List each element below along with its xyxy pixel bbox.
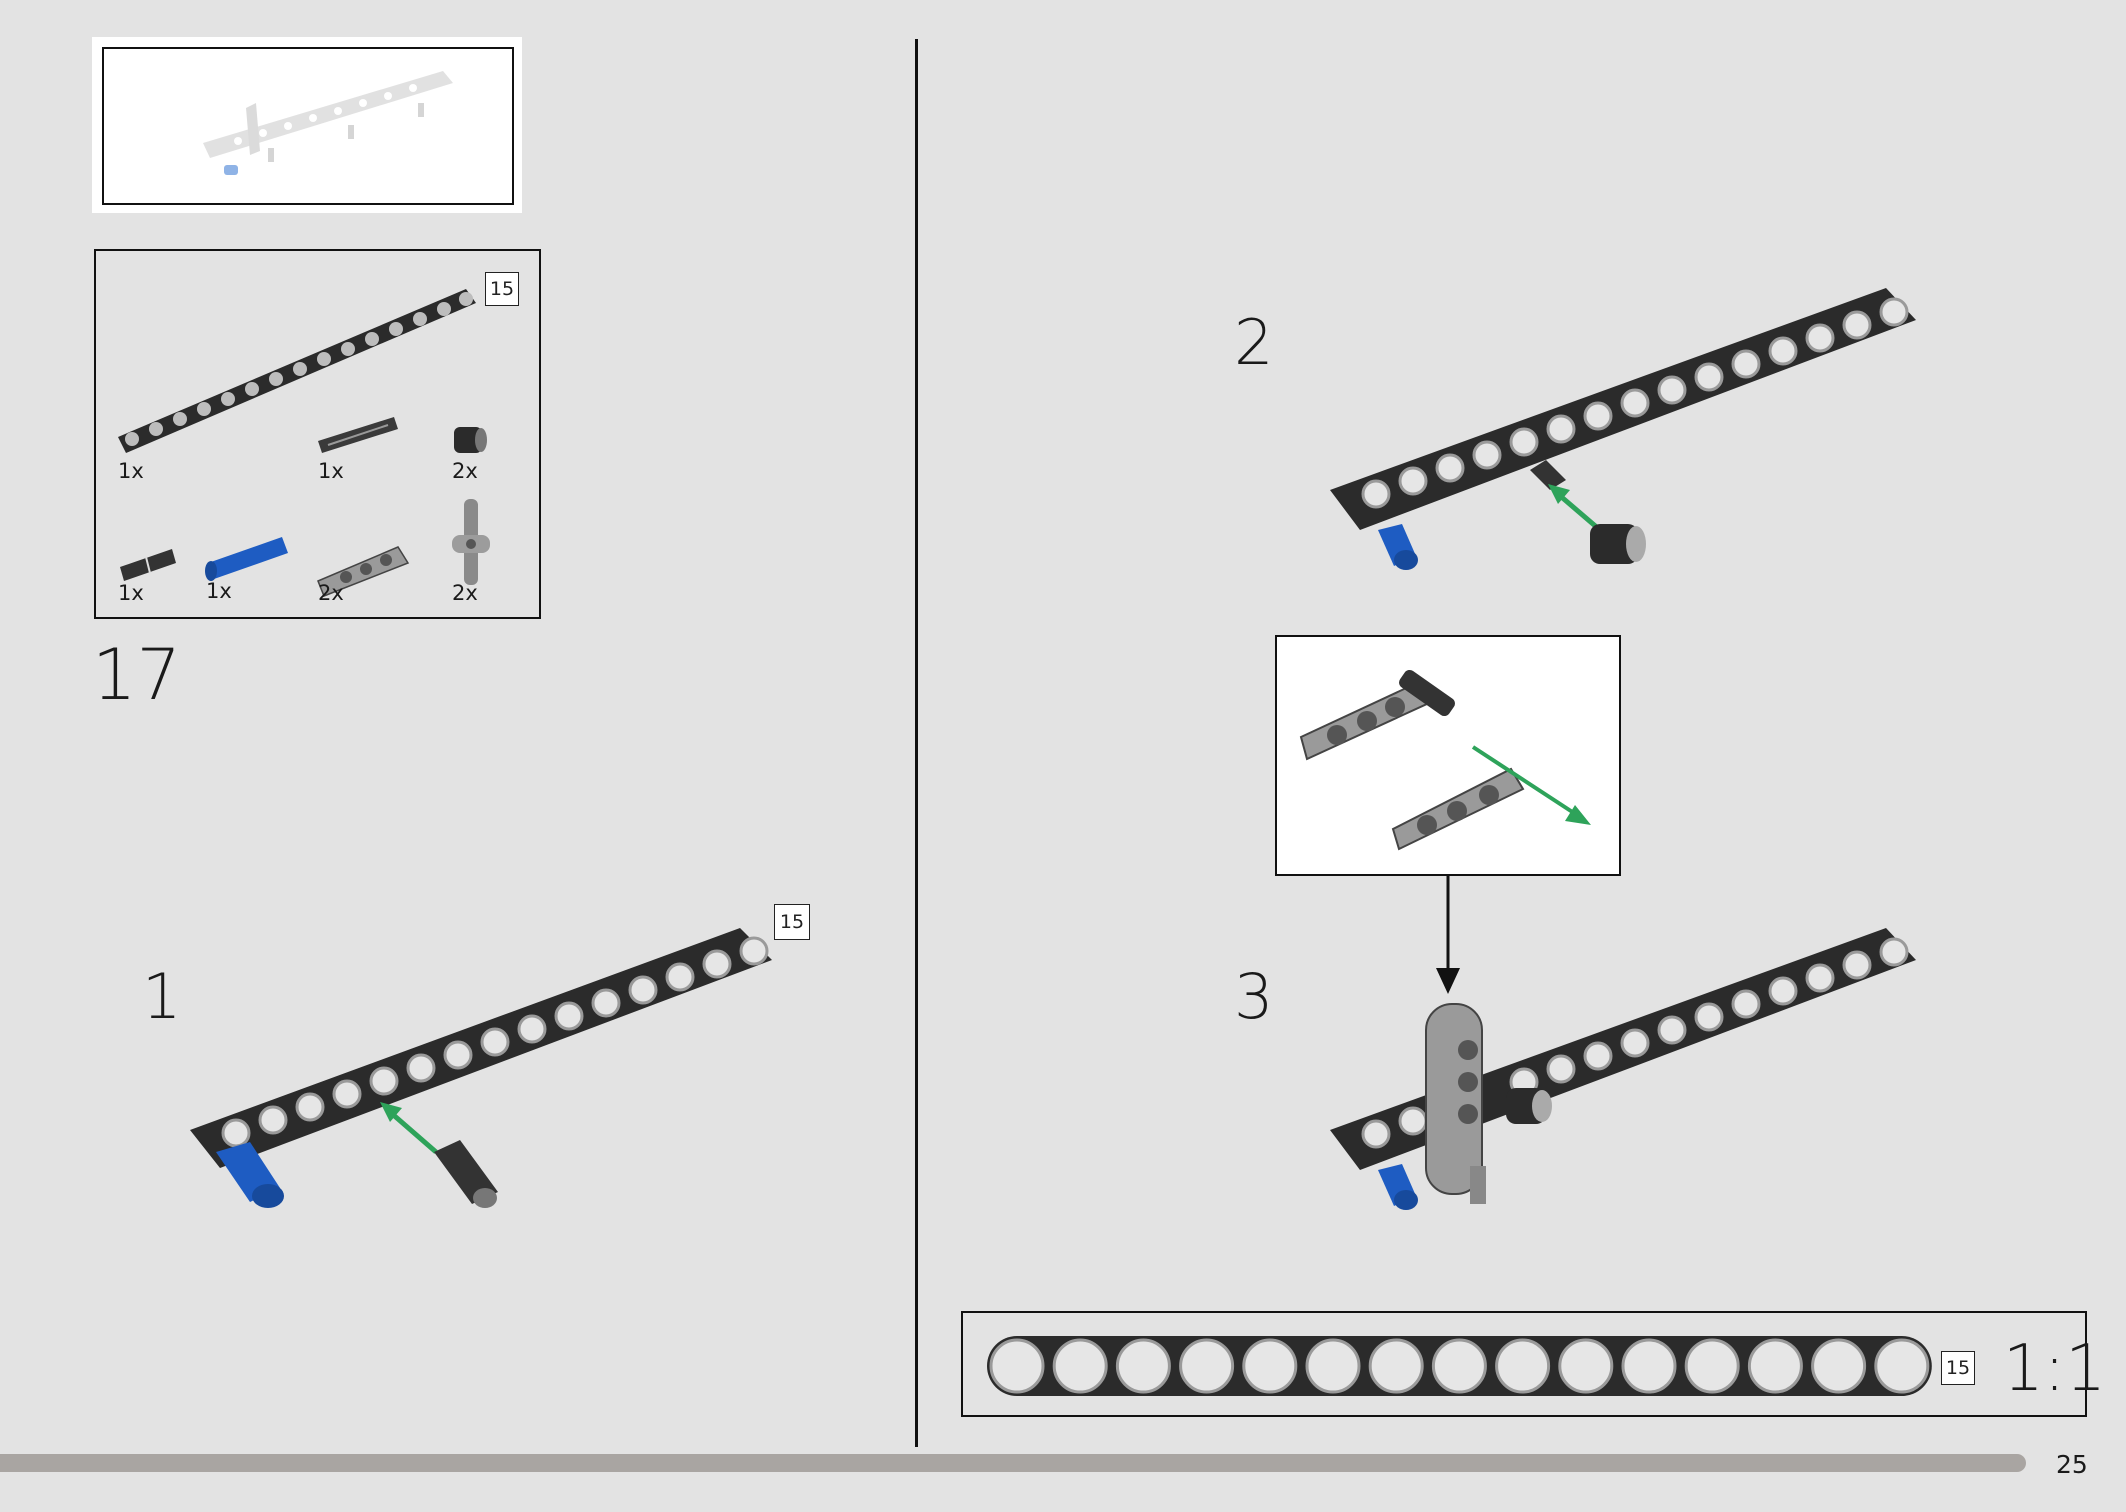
scale-beam-hole (1684, 1338, 1740, 1394)
substep-1-length-badge: 15 (774, 904, 810, 940)
qty-beam-15: 1x (118, 459, 144, 483)
page-number: 25 (2056, 1450, 2088, 1479)
scale-beam-hole (1495, 1338, 1551, 1394)
progress-bar (0, 1454, 2026, 1472)
substep-1-number: 1 (142, 960, 182, 1033)
axle-connector-icon (452, 499, 490, 585)
qty-thin-beam: 2x (318, 581, 344, 605)
callout-box (1275, 635, 1621, 876)
scale-beam-hole (1621, 1338, 1677, 1394)
blue-axle-pin-icon (205, 537, 288, 581)
axle-pin-icon (318, 417, 398, 453)
qty-bush: 2x (452, 459, 478, 483)
qty-blue-axle-pin: 1x (206, 579, 232, 603)
scale-beam-hole (1874, 1338, 1930, 1394)
scale-beam-hole (1431, 1338, 1487, 1394)
scale-reference-box: 15 1:1 (961, 1311, 2106, 1417)
substep-2-illustration (1330, 288, 1916, 570)
assembly-preview-illustration (203, 71, 453, 175)
assembly-preview (92, 37, 522, 213)
scale-beam-illustration (987, 1336, 1932, 1396)
parts-list-box: 15 (94, 249, 541, 619)
scale-length-badge: 15 (1941, 1351, 1975, 1385)
qty-pin-short: 1x (118, 581, 144, 605)
scale-beam-hole (1747, 1338, 1803, 1394)
step-number: 17 (92, 634, 182, 716)
bush-icon (454, 427, 487, 453)
scale-beam-hole (989, 1338, 1045, 1394)
beam-15-icon (118, 289, 476, 453)
qty-axle-connector: 2x (452, 581, 478, 605)
scale-beam-hole (1179, 1338, 1235, 1394)
page-divider (915, 39, 918, 1447)
qty-axle-pin: 1x (318, 459, 344, 483)
substep-3-number: 3 (1234, 960, 1274, 1033)
scale-beam-hole (1115, 1338, 1171, 1394)
scale-beam-hole (1305, 1338, 1361, 1394)
parts-beam-length-badge: 15 (485, 272, 519, 306)
scale-ratio-label: 1:1 (2003, 1332, 2106, 1406)
parts-illustrations (118, 289, 490, 597)
scale-beam-hole (1811, 1338, 1867, 1394)
scale-beam-hole (1558, 1338, 1614, 1394)
thin-beam-3-icon (317, 546, 410, 597)
callout-illustration (1299, 669, 1591, 851)
callout-arrow (1436, 876, 1460, 994)
scale-beam-hole (1368, 1338, 1424, 1394)
pin-short-icon (120, 549, 176, 581)
substep-1-illustration (190, 928, 772, 1208)
scale-beam-hole (1242, 1338, 1298, 1394)
substep-3-illustration (1330, 928, 1916, 1210)
scale-beam-hole (1052, 1338, 1108, 1394)
substep-2-number: 2 (1234, 306, 1274, 379)
